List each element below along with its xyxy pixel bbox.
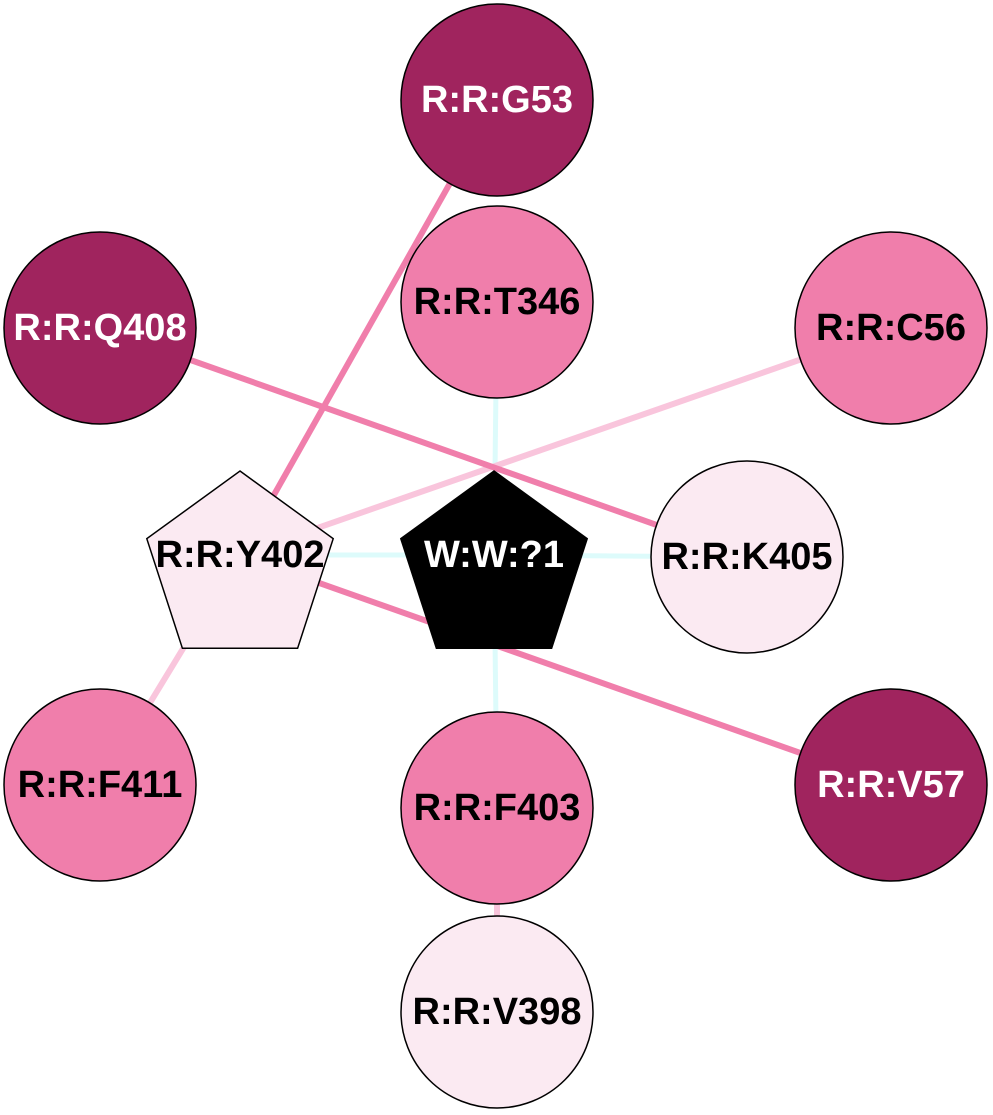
edge-y402-c56 [239, 325, 892, 558]
node-label: R:R:F411 [18, 764, 183, 806]
node-label: R:R:K405 [661, 536, 832, 578]
edge-q408-k405 [98, 325, 749, 560]
node-label: R:R:V57 [817, 764, 965, 806]
node-circle [400, 3, 594, 197]
node-v57[interactable]: R:R:V57 [794, 688, 988, 882]
node-pentagon [145, 470, 335, 650]
node-circle [400, 205, 594, 399]
node-y402[interactable]: R:R:Y402 [145, 470, 335, 650]
node-pentagon [399, 470, 589, 650]
node-circle [650, 460, 844, 654]
node-label: R:R:V398 [413, 991, 582, 1033]
node-v398[interactable]: R:R:V398 [400, 915, 594, 1109]
node-k405[interactable]: R:R:K405 [650, 460, 844, 654]
node-circle [3, 688, 197, 882]
node-circle [400, 711, 594, 905]
node-circle [400, 915, 594, 1109]
node-label: R:R:Y402 [156, 534, 325, 576]
node-g53[interactable]: R:R:G53 [400, 3, 594, 197]
node-label: R:R:G53 [421, 79, 573, 121]
node-q408[interactable]: R:R:Q408 [3, 231, 197, 425]
node-label: R:R:F403 [414, 787, 581, 829]
node-circle [3, 231, 197, 425]
node-label: R:R:T346 [414, 281, 581, 323]
node-w1[interactable]: W:W:?1 [399, 470, 589, 650]
node-circle [794, 688, 988, 882]
node-label: R:R:C56 [816, 307, 966, 349]
node-circle [794, 231, 988, 425]
edge-y402-v57 [239, 552, 892, 788]
node-t346[interactable]: R:R:T346 [400, 205, 594, 399]
node-c56[interactable]: R:R:C56 [794, 231, 988, 425]
node-f411[interactable]: R:R:F411 [3, 688, 197, 882]
node-label: W:W:?1 [424, 534, 564, 576]
node-f403[interactable]: R:R:F403 [400, 711, 594, 905]
node-label: R:R:Q408 [13, 307, 186, 349]
